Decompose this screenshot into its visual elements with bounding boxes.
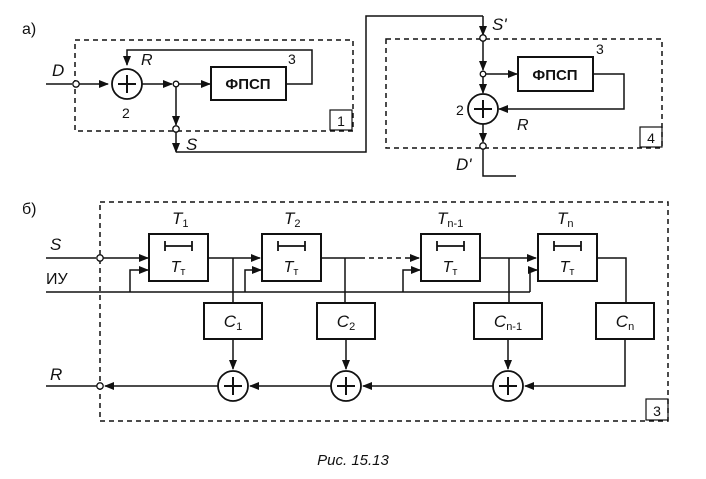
panel-b-label: б) [22, 201, 37, 218]
trigger-t2-label: T2 [284, 209, 301, 230]
scrambler-adder-num: 2 [122, 105, 130, 121]
sum-adder-1 [217, 370, 249, 402]
scrambler-generator-label: ФПСП [225, 76, 270, 93]
descrambler-output-label: D' [456, 155, 472, 174]
trigger-t1-inner-sub: т [180, 266, 185, 278]
scrambler-generator [210, 66, 287, 101]
clock-to-t2 [244, 266, 262, 292]
trigger-tn: Tт [537, 233, 598, 282]
register-input-s-terminal [96, 254, 104, 262]
trigger-t2: Tт [261, 233, 322, 282]
descrambler-box [385, 38, 663, 149]
register-input-clock-label: ИУ [46, 271, 69, 288]
register-num-frame [645, 398, 669, 421]
trigger-tn1-label: Tn-1 [437, 209, 463, 230]
scrambler-feedback-wire [123, 49, 313, 85]
trigger-t1-label: T1 [172, 209, 189, 230]
svg-text:Tт: Tт [284, 259, 299, 278]
descrambler-generator-num: 3 [596, 41, 604, 57]
register-num: 3 [653, 403, 661, 419]
descrambler-feedback-label: R [517, 117, 529, 134]
scrambler-input-terminal [72, 80, 80, 88]
scrambler-num-frame [329, 109, 353, 131]
figure-caption: Рис. 15.13 [317, 452, 389, 469]
descrambler-input-terminal [479, 34, 487, 42]
trigger-tn-label: Tn [557, 209, 574, 230]
trigger-t1: Tт [148, 233, 209, 282]
coef-cn-out [524, 339, 626, 390]
panel-a-label: а) [22, 21, 36, 38]
clock-to-tn [528, 266, 538, 292]
scrambler-node [172, 80, 180, 88]
scrambler-num: 1 [337, 113, 345, 129]
scrambler-output-terminal [172, 125, 180, 133]
descrambler-feedback-wire [498, 73, 625, 113]
coef-cn1-label: Cn-1 [494, 312, 522, 333]
descrambler-input-label: S' [492, 15, 507, 34]
coef-cn-box [595, 302, 655, 340]
descrambler-num-frame [639, 126, 663, 148]
scrambler-output-label: S [186, 135, 198, 154]
register-input-s-label: S [50, 235, 62, 254]
register-output-label: R [50, 365, 62, 384]
trigger-tn1: Tт [420, 233, 481, 282]
scrambler-box [74, 39, 354, 132]
descrambler-generator-label: ФПСП [532, 67, 577, 84]
clock-to-t1 [129, 266, 149, 292]
descrambler-output-wire [482, 149, 516, 177]
svg-text:Tт: Tт [443, 259, 458, 278]
channel-wire [176, 15, 483, 153]
svg-text:Tт: Tт [560, 259, 575, 278]
tap-n [597, 257, 627, 303]
sum-adder-2 [330, 370, 362, 402]
descrambler-node [479, 70, 487, 78]
descrambler-output-terminal [479, 142, 487, 150]
descrambler-num: 4 [647, 130, 655, 146]
coef-cn-label: Cn [616, 312, 634, 333]
descrambler-adder-num: 2 [456, 102, 464, 118]
svg-text:Tт: Tт [171, 259, 186, 278]
coef-c2-label: C2 [337, 312, 355, 333]
scrambler-input-label: D [52, 61, 64, 80]
scrambler-feedback-label: R [141, 52, 153, 69]
sum-adder-n1 [492, 370, 524, 402]
register-output-terminal [96, 382, 104, 390]
clock-to-tn1 [402, 266, 421, 292]
descrambler-generator [517, 56, 594, 92]
trigger-t1-inner: T [171, 259, 182, 276]
register-box [99, 201, 669, 422]
scrambler-generator-num: 3 [288, 51, 296, 67]
coef-c1-label: C1 [224, 312, 242, 333]
coef-c1-box [203, 302, 263, 340]
